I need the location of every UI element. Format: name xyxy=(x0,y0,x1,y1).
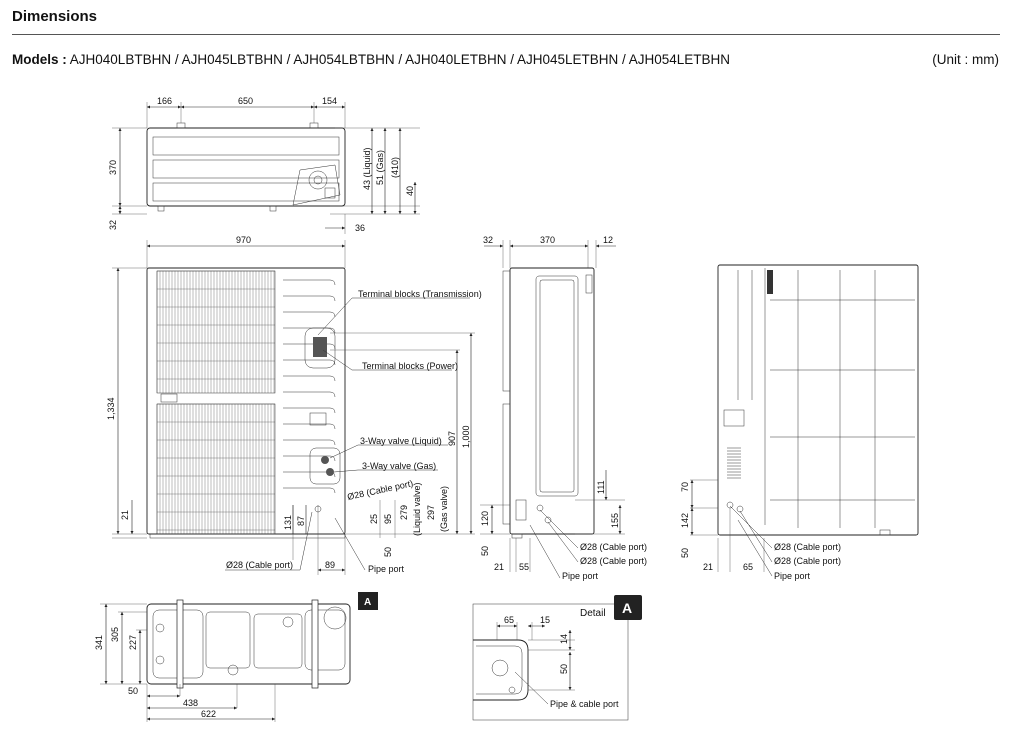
label-valve-liquid: 3-Way valve (Liquid) xyxy=(360,436,442,446)
side-label-pipe-port: Pipe port xyxy=(562,571,599,581)
front-dim-131: 131 xyxy=(283,515,293,530)
bottom-dim-305: 305 xyxy=(110,627,120,642)
top-dim-410: (410) xyxy=(390,157,400,178)
front-dim-21: 21 xyxy=(120,510,130,520)
front-dim-297: 297 xyxy=(426,505,436,520)
side-label-cable-port-2: Ø28 (Cable port) xyxy=(580,556,647,566)
rear-label-cable-port-2: Ø28 (Cable port) xyxy=(774,556,841,566)
front-dim-95: 95 xyxy=(383,514,393,524)
front-gas-valve: (Gas valve) xyxy=(439,486,449,532)
detail-dim-14: 14 xyxy=(559,634,569,644)
rear-dim-21: 21 xyxy=(703,562,713,572)
models-line: Models : AJH040LBTBHN / AJH045LBTBHN / A… xyxy=(12,52,730,67)
bottom-dim-227: 227 xyxy=(128,635,138,650)
front-liquid-valve: (Liquid valve) xyxy=(412,482,422,536)
top-dim-370: 370 xyxy=(108,160,118,175)
detail-a: Detail A 65 15 14 50 Pipe & cable port xyxy=(472,595,642,721)
rear-view: 70 142 50 21 65 Ø28 (Cable port) Ø28 (Ca… xyxy=(680,264,919,581)
label-valve-gas: 3-Way valve (Gas) xyxy=(362,461,436,471)
rear-dim-142: 142 xyxy=(680,513,690,528)
rear-dim-65: 65 xyxy=(743,562,753,572)
top-view: 166 650 154 370 32 43 (Liquid) 51 (Gas) … xyxy=(108,96,420,234)
detail-dim-65: 65 xyxy=(504,615,514,625)
side-dim-370: 370 xyxy=(540,235,555,245)
label-terminal-power: Terminal blocks (Power) xyxy=(362,361,458,371)
top-dim-43-liquid: 43 (Liquid) xyxy=(362,147,372,190)
unit-label: (Unit : mm) xyxy=(932,52,999,67)
front-dim-87: 87 xyxy=(296,516,306,526)
side-dim-111: 111 xyxy=(596,480,606,494)
label-pipe-port: Pipe port xyxy=(368,564,405,574)
front-view: 970 1,334 21 907 1,000 xyxy=(106,235,482,575)
side-dim-50: 50 xyxy=(480,546,490,556)
rear-dim-50: 50 xyxy=(680,548,690,558)
bottom-dim-438: 438 xyxy=(183,698,198,708)
side-dim-55: 55 xyxy=(519,562,529,572)
top-dim-40: 40 xyxy=(405,186,415,196)
top-dim-650: 650 xyxy=(238,96,253,106)
side-dim-21: 21 xyxy=(494,562,504,572)
top-dim-51-gas: 51 (Gas) xyxy=(375,150,385,185)
bottom-marker-a: A xyxy=(364,597,371,608)
front-dim-1334: 1,334 xyxy=(106,397,116,420)
side-label-cable-port-1: Ø28 (Cable port) xyxy=(580,542,647,552)
bottom-view: A 341 305 227 50 438 622 xyxy=(94,592,378,722)
side-dim-32: 32 xyxy=(483,235,493,245)
page-title: Dimensions xyxy=(12,8,98,25)
models-list: AJH040LBTBHN / AJH045LBTBHN / AJH054LBTB… xyxy=(69,52,731,67)
side-view: 32 370 12 111 155 120 50 21 55 Ø28 (Cabl… xyxy=(480,235,647,581)
front-dim-1000: 1,000 xyxy=(461,425,471,448)
label-cable-port-lower: Ø28 (Cable port) xyxy=(226,560,293,570)
detail-marker-a: A xyxy=(622,600,632,616)
detail-dim-15: 15 xyxy=(540,615,550,625)
rear-label-pipe-port: Pipe port xyxy=(774,571,811,581)
side-dim-155: 155 xyxy=(610,513,620,528)
front-dim-50: 50 xyxy=(383,547,393,557)
title-divider xyxy=(12,34,1000,35)
detail-label: Detail xyxy=(580,608,606,619)
side-dim-12: 12 xyxy=(603,235,613,245)
side-dim-120: 120 xyxy=(480,511,490,526)
bottom-dim-341: 341 xyxy=(94,635,104,650)
top-dim-36: 36 xyxy=(355,223,365,233)
front-dim-970: 970 xyxy=(236,235,251,245)
top-dim-154: 154 xyxy=(322,96,337,106)
top-dim-32: 32 xyxy=(108,220,118,230)
label-terminal-transmission: Terminal blocks (Transmission) xyxy=(358,289,482,299)
models-label: Models : xyxy=(12,52,67,67)
bottom-dim-622: 622 xyxy=(201,709,216,719)
label-cable-port-upper: Ø28 (Cable port) xyxy=(346,478,414,502)
detail-port-label: Pipe & cable port xyxy=(550,699,619,709)
bottom-dim-50: 50 xyxy=(128,686,138,696)
front-dim-279: 279 xyxy=(399,505,409,520)
rear-label-cable-port-1: Ø28 (Cable port) xyxy=(774,542,841,552)
front-dim-89: 89 xyxy=(325,560,335,570)
top-dim-166: 166 xyxy=(157,96,172,106)
detail-dim-50: 50 xyxy=(559,664,569,674)
front-dim-907: 907 xyxy=(447,431,457,446)
rear-dim-70: 70 xyxy=(680,482,690,492)
front-dim-25: 25 xyxy=(369,514,379,524)
